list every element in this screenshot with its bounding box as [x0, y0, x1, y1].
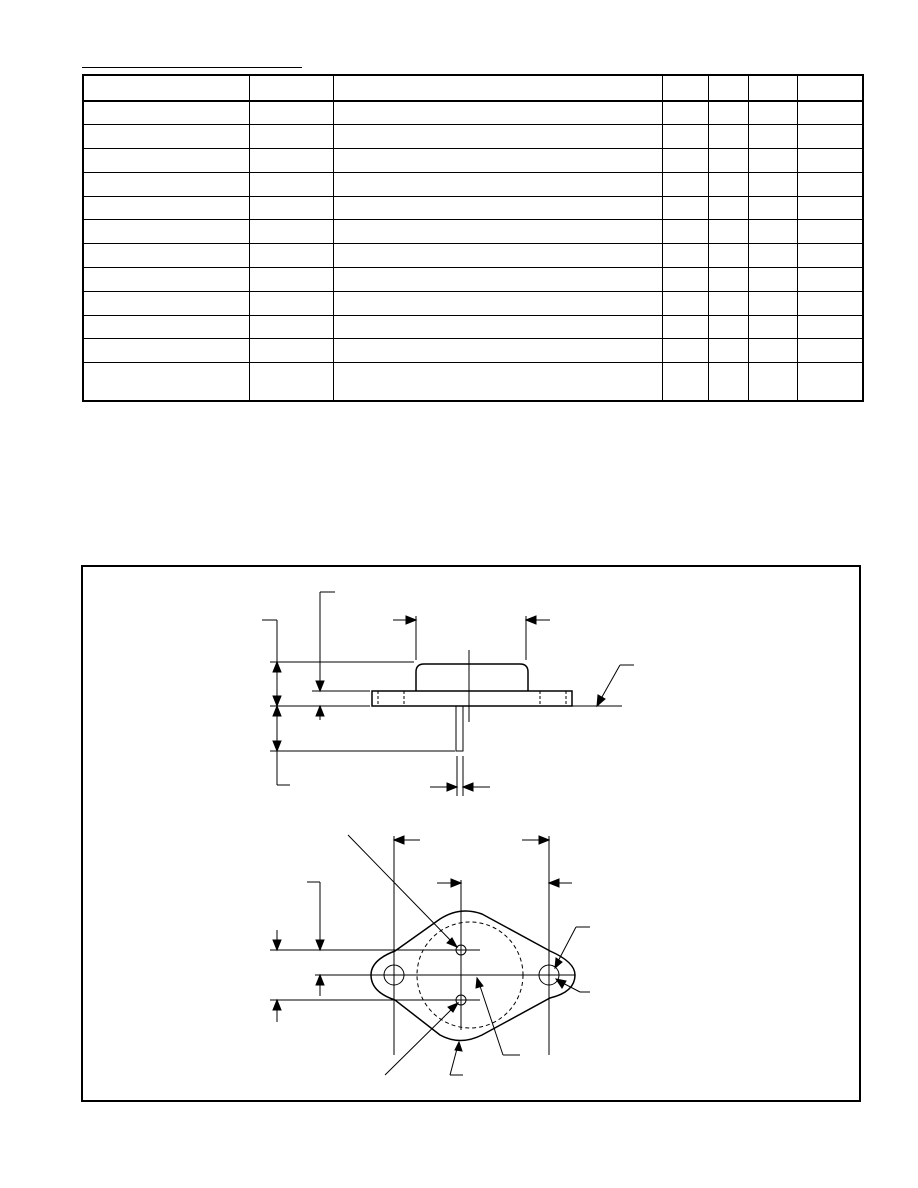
- table-cell: [82, 219, 250, 245]
- table-cell: [796, 100, 864, 126]
- table-cell: [747, 267, 798, 292]
- table-cell: [82, 267, 250, 292]
- side-view: [262, 591, 634, 796]
- specifications-table: [82, 74, 864, 402]
- table-cell: [747, 219, 798, 245]
- column-header: [747, 74, 798, 102]
- section-title-underline: [82, 67, 302, 68]
- table-row: [82, 100, 864, 126]
- table-cell: [796, 124, 864, 150]
- table-cell: [707, 195, 749, 221]
- table-cell: [332, 124, 663, 150]
- table-cell: [248, 124, 334, 150]
- table-cell: [747, 243, 798, 269]
- table-cell: [707, 124, 749, 150]
- table-cell: [796, 290, 864, 316]
- table-cell: [661, 171, 709, 197]
- table-cell: [248, 267, 334, 292]
- column-header: [707, 74, 749, 102]
- table-cell: [796, 195, 864, 221]
- column-header: [248, 74, 334, 102]
- table-cell: [796, 362, 864, 402]
- table-cell: [248, 171, 334, 197]
- table-cell: [661, 243, 709, 269]
- table-cell: [707, 219, 749, 245]
- table-row: [82, 124, 864, 150]
- table-cell: [747, 124, 798, 150]
- table-cell: [707, 243, 749, 269]
- table-cell: [82, 362, 250, 402]
- table-row: [82, 362, 864, 402]
- table-cell: [248, 148, 334, 173]
- table-cell: [248, 338, 334, 364]
- table-cell: [661, 148, 709, 173]
- table-cell: [248, 195, 334, 221]
- table-cell: [82, 148, 250, 173]
- table-row: [82, 171, 864, 197]
- table-cell: [248, 314, 334, 340]
- table-cell: [332, 362, 663, 402]
- table-cell: [661, 267, 709, 292]
- table-cell: [332, 219, 663, 245]
- table-row: [82, 195, 864, 221]
- table-cell: [82, 314, 250, 340]
- table-cell: [707, 290, 749, 316]
- table-cell: [332, 148, 663, 173]
- table-cell: [661, 195, 709, 221]
- table-cell: [332, 171, 663, 197]
- table-cell: [796, 267, 864, 292]
- table-cell: [332, 100, 663, 126]
- column-header: [332, 74, 663, 102]
- table-cell: [82, 124, 250, 150]
- table-cell: [796, 148, 864, 173]
- table-cell: [707, 148, 749, 173]
- table-cell: [796, 338, 864, 364]
- table-cell: [248, 100, 334, 126]
- table-row: [82, 219, 864, 245]
- table-cell: [661, 124, 709, 150]
- table-cell: [796, 219, 864, 245]
- table-row: [82, 314, 864, 340]
- table-cell: [332, 314, 663, 340]
- table-row: [82, 338, 864, 364]
- table-cell: [747, 148, 798, 173]
- top-view: [270, 834, 590, 1076]
- table-cell: [332, 195, 663, 221]
- column-header: [661, 74, 709, 102]
- table-cell: [707, 100, 749, 126]
- table-cell: [248, 219, 334, 245]
- table-cell: [796, 171, 864, 197]
- column-header: [796, 74, 864, 102]
- package-outline-frame: [81, 565, 861, 1102]
- table-header-row: [82, 74, 864, 102]
- table-cell: [82, 195, 250, 221]
- table-cell: [707, 267, 749, 292]
- table-cell: [747, 338, 798, 364]
- table-row: [82, 148, 864, 173]
- table-cell: [248, 362, 334, 402]
- table-cell: [707, 338, 749, 364]
- table-cell: [747, 290, 798, 316]
- table-cell: [661, 290, 709, 316]
- table-cell: [747, 171, 798, 197]
- column-header: [82, 74, 250, 102]
